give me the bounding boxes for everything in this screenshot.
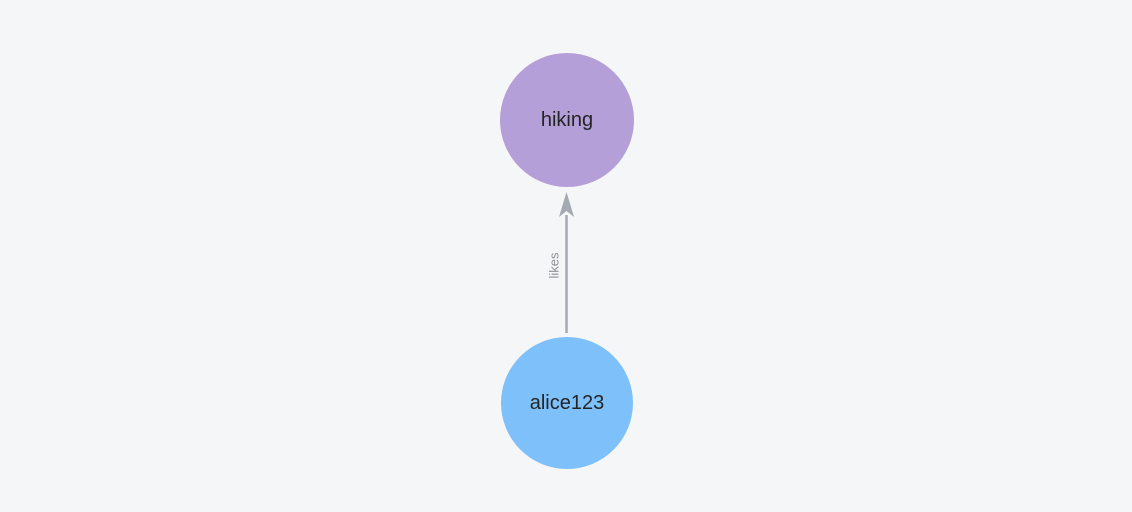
node-label: alice123 <box>529 391 605 414</box>
arrowhead-up-icon <box>559 192 574 217</box>
node-alice123[interactable]: alice123 <box>501 337 633 469</box>
edge-label-likes: likes <box>546 252 562 279</box>
node-label: hiking <box>540 108 594 131</box>
node-hiking[interactable]: hiking <box>500 53 634 187</box>
